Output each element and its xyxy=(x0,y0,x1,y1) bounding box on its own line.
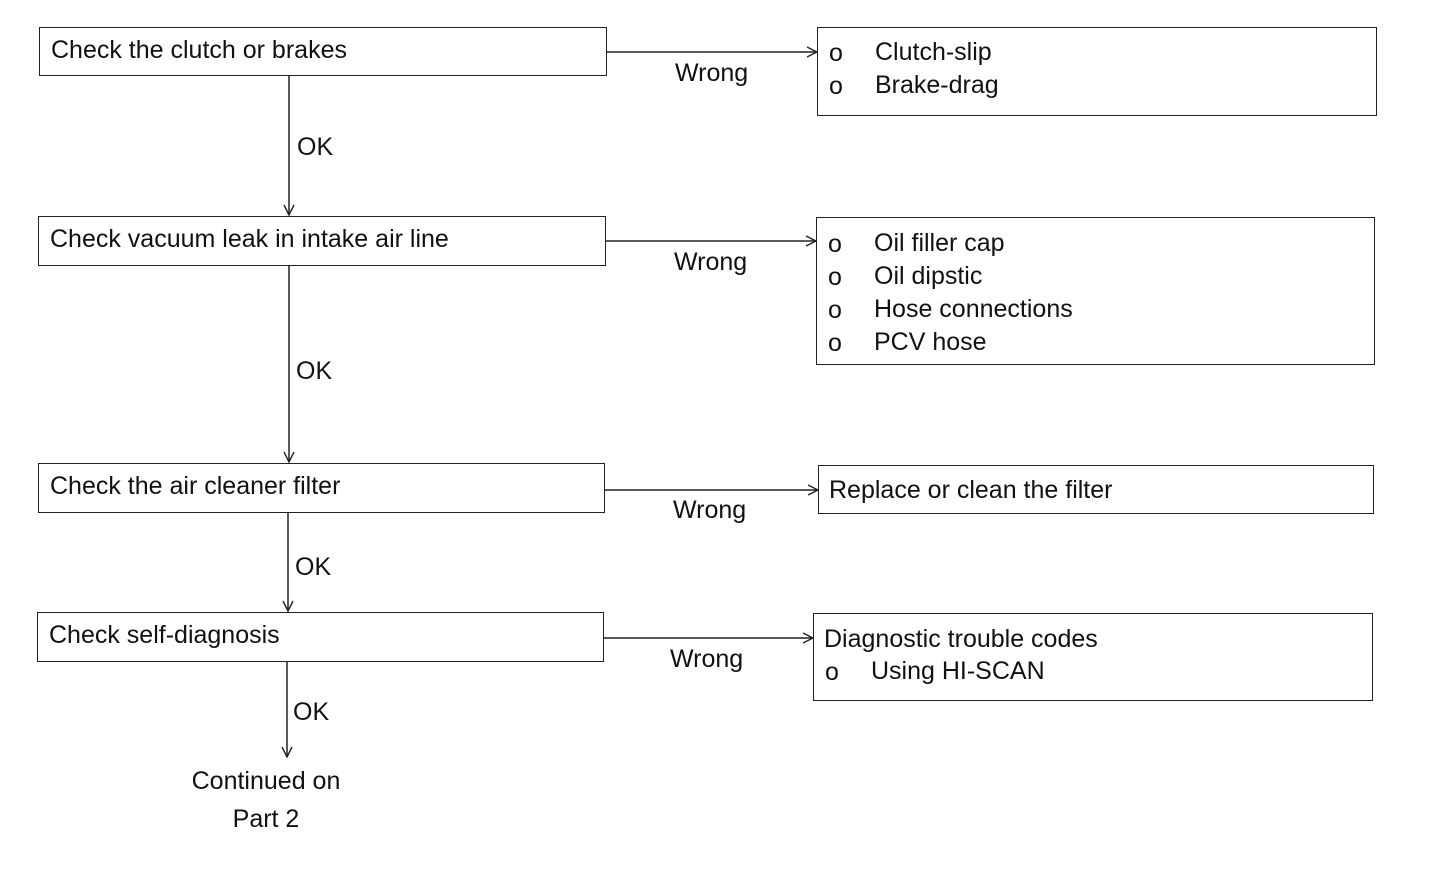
ok-label: OK xyxy=(293,698,330,726)
list-bullet: o xyxy=(829,72,843,100)
step-text: Check the air cleaner filter xyxy=(50,472,341,500)
step-text: Check the clutch or brakes xyxy=(51,36,347,64)
wrong-label: Wrong xyxy=(674,248,748,276)
wrong-label: Wrong xyxy=(673,496,747,524)
list-item: Oil filler cap xyxy=(874,229,1005,257)
list-bullet: o xyxy=(828,230,842,258)
ok-label: OK xyxy=(295,553,332,581)
step-box-self-diagnosis: Check self-diagnosis xyxy=(37,612,604,662)
ok-label: OK xyxy=(296,357,333,385)
list-item: Using HI-SCAN xyxy=(871,657,1045,685)
step-text: Check self-diagnosis xyxy=(49,621,280,649)
list-bullet: o xyxy=(828,263,842,291)
list-item: Oil dipstic xyxy=(874,262,983,290)
continued-line-2: Part 2 xyxy=(232,805,300,833)
continued-line-1: Continued on xyxy=(191,767,341,795)
step-box-clutch-brakes: Check the clutch or brakes xyxy=(39,27,607,76)
step-text: Check vacuum leak in intake air line xyxy=(50,225,449,253)
result-box-clutch-brakes: o Clutch-slip o Brake-drag xyxy=(817,27,1377,116)
result-box-vacuum-leak: o Oil filler cap o Oil dipstic o Hose co… xyxy=(816,217,1375,365)
list-item: Clutch-slip xyxy=(875,38,992,66)
list-bullet: o xyxy=(828,329,842,357)
list-item: PCV hose xyxy=(874,328,987,356)
list-bullet: o xyxy=(828,296,842,324)
step-box-air-cleaner: Check the air cleaner filter xyxy=(38,463,605,513)
step-box-vacuum-leak: Check vacuum leak in intake air line xyxy=(38,216,606,266)
list-item: Replace or clean the filter xyxy=(829,476,1113,504)
result-box-self-diagnosis: Diagnostic trouble codes o Using HI-SCAN xyxy=(813,613,1373,701)
list-bullet: o xyxy=(829,39,843,67)
list-item: Brake-drag xyxy=(875,71,999,99)
list-bullet: o xyxy=(825,658,839,686)
wrong-label: Wrong xyxy=(675,59,749,87)
wrong-label: Wrong xyxy=(670,645,744,673)
list-item: Diagnostic trouble codes xyxy=(824,625,1098,653)
ok-label: OK xyxy=(297,133,334,161)
list-item: Hose connections xyxy=(874,295,1073,323)
result-box-air-cleaner: Replace or clean the filter xyxy=(818,465,1374,514)
continued-note: Continued on Part 2 xyxy=(166,762,366,838)
